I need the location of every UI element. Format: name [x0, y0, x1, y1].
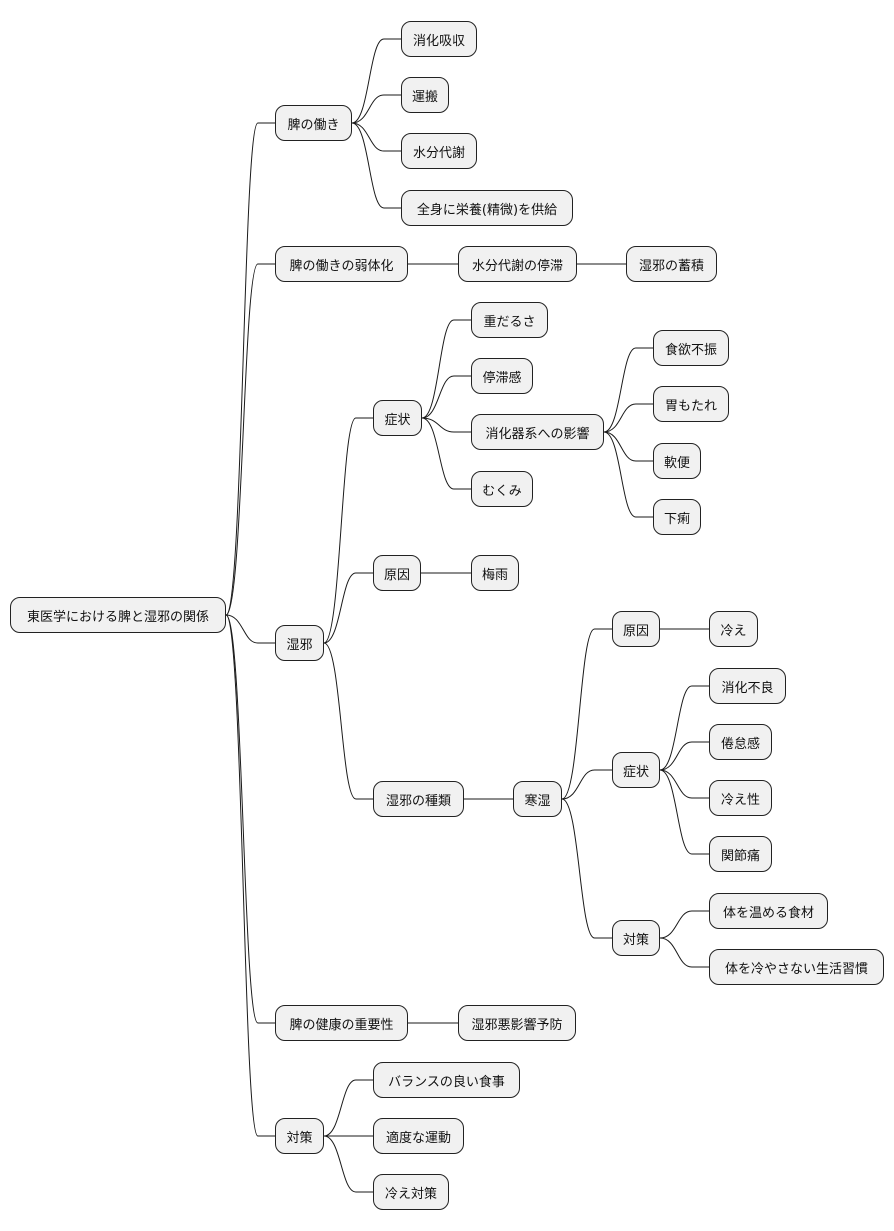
node-poor-appetite: 食欲不振 — [653, 330, 729, 366]
node-loose-stool: 軟便 — [653, 443, 701, 479]
edge-root-to-spleen-health — [225, 614, 275, 1024]
edge-spleen-function-to-water-metabolism — [351, 122, 401, 152]
node-digestion-absorption: 消化吸収 — [401, 21, 477, 57]
node-indigestion: 胃もたれ — [653, 386, 729, 422]
node-dampness-prevention: 湿邪悪影響予防 — [458, 1005, 576, 1041]
node-dampness-accumulation: 湿邪の蓄積 — [626, 246, 717, 282]
node-warm-lifestyle: 体を冷やさない生活習慣 — [709, 949, 884, 985]
edge-cold-damp-symptoms-to-joint-pain — [659, 769, 709, 855]
node-chill: 冷え — [709, 611, 758, 647]
edge-cold-damp-measures-to-warming-foods — [659, 910, 709, 939]
node-water-stagnation: 水分代謝の停滞 — [458, 246, 577, 282]
edge-dampness-to-symptoms — [323, 417, 373, 644]
edge-root-to-dampness — [225, 614, 275, 644]
edge-spleen-function-to-transport — [351, 94, 401, 124]
edge-cold-damp-symptoms-to-poor-digestion — [659, 685, 709, 771]
edge-spleen-function-to-digestion-absorption — [351, 38, 401, 124]
edge-measures-to-balanced-diet — [323, 1079, 373, 1137]
node-root: 東医学における脾と湿邪の関係 — [10, 597, 226, 633]
node-symptoms: 症状 — [373, 400, 422, 436]
node-poor-digestion: 消化不良 — [709, 668, 786, 704]
node-spleen-health: 脾の健康の重要性 — [275, 1005, 408, 1041]
node-sensitivity-to-cold: 冷え性 — [709, 780, 772, 816]
edge-digestive-effects-to-indigestion — [603, 403, 653, 433]
node-cold-damp: 寒湿 — [513, 781, 562, 817]
node-fatigue: 倦怠感 — [709, 724, 772, 760]
node-dampness-types: 湿邪の種類 — [373, 781, 464, 817]
node-measures: 対策 — [275, 1118, 324, 1154]
node-nourish-body: 全身に栄養(精微)を供給 — [401, 190, 573, 226]
node-rainy-season: 梅雨 — [471, 555, 519, 591]
edge-cold-damp-measures-to-warm-lifestyle — [659, 937, 709, 968]
node-warming-foods: 体を温める食材 — [709, 893, 828, 929]
node-spleen-function: 脾の働き — [275, 105, 352, 141]
edge-root-to-spleen-weakening — [225, 263, 275, 616]
edge-root-to-measures — [225, 614, 275, 1137]
node-diarrhea: 下痢 — [653, 499, 701, 535]
node-digestive-effects: 消化器系への影響 — [471, 414, 604, 450]
node-heaviness: 重だるさ — [471, 302, 548, 338]
edge-dampness-to-dampness-types — [323, 642, 373, 800]
node-swelling: むくみ — [471, 471, 533, 507]
node-chill-prevention: 冷え対策 — [373, 1174, 449, 1210]
edge-cold-damp-to-cold-damp-symptoms — [561, 769, 612, 800]
edge-symptoms-to-stagnation-feeling — [421, 375, 471, 419]
edge-cold-damp-symptoms-to-fatigue — [659, 741, 709, 771]
edge-cold-damp-to-cold-damp-measures — [561, 798, 612, 939]
edge-digestive-effects-to-diarrhea — [603, 431, 653, 518]
edge-cold-damp-to-cold-damp-cause — [561, 628, 612, 800]
edge-digestive-effects-to-loose-stool — [603, 431, 653, 462]
node-water-metabolism: 水分代謝 — [401, 133, 477, 169]
node-cold-damp-measures: 対策 — [612, 920, 660, 956]
edge-digestive-effects-to-poor-appetite — [603, 347, 653, 433]
edge-dampness-to-cause — [323, 572, 373, 644]
node-dampness: 湿邪 — [275, 625, 324, 661]
edge-spleen-function-to-nourish-body — [351, 122, 401, 209]
edge-symptoms-to-digestive-effects — [421, 417, 471, 433]
node-cause: 原因 — [373, 555, 421, 591]
node-moderate-exercise: 適度な運動 — [373, 1118, 464, 1154]
edge-root-to-spleen-function — [225, 122, 275, 616]
node-joint-pain: 関節痛 — [709, 836, 772, 872]
node-transport: 運搬 — [401, 77, 449, 113]
edge-cold-damp-symptoms-to-sensitivity-to-cold — [659, 769, 709, 799]
node-stagnation-feeling: 停滞感 — [471, 358, 533, 394]
node-cold-damp-symptoms: 症状 — [612, 752, 660, 788]
node-cold-damp-cause: 原因 — [612, 611, 660, 647]
edge-symptoms-to-swelling — [421, 417, 471, 490]
node-spleen-weakening: 脾の働きの弱体化 — [275, 246, 408, 282]
edge-symptoms-to-heaviness — [421, 319, 471, 419]
node-balanced-diet: バランスの良い食事 — [373, 1062, 520, 1098]
edge-measures-to-chill-prevention — [323, 1135, 373, 1193]
